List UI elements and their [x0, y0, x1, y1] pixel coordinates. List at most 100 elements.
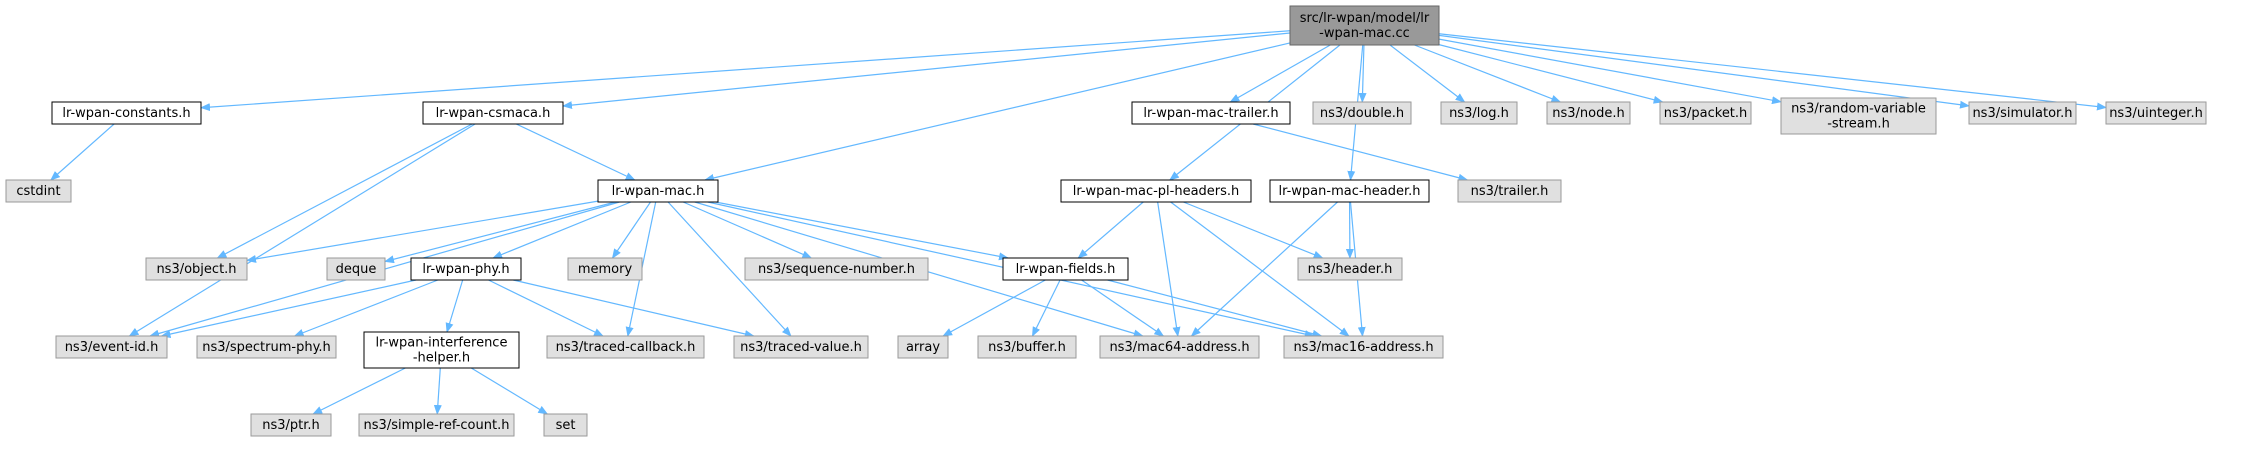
node-box	[744, 257, 929, 281]
node-label: src/lr-wpan/model/lr	[1300, 11, 1430, 26]
node-box	[410, 257, 522, 281]
edge-root-to-node	[1414, 44, 1562, 103]
edge-root-to-double	[1358, 44, 1367, 103]
node-box	[1297, 257, 1403, 281]
node-label: memory	[578, 262, 633, 277]
node-box	[1659, 101, 1752, 125]
node-trailer[interactable]: lr-wpan-mac-trailer.h	[1131, 101, 1291, 125]
node-uinteger[interactable]: ns3/uinteger.h	[2105, 101, 2207, 125]
edge-pl_headers-to-header	[1183, 201, 1324, 259]
edge-mac_h-to-fields	[715, 201, 1010, 261]
edge-mac_h-to-deque	[384, 201, 616, 264]
edge-mac_h-to-object	[246, 200, 599, 263]
edges-layer	[50, 30, 2107, 415]
node-fields[interactable]: lr-wpan-fields.h	[1002, 257, 1129, 281]
node-interference[interactable]: lr-wpan-interference-helper.h	[363, 331, 520, 369]
node-header[interactable]: ns3/header.h	[1297, 257, 1403, 281]
node-mac16[interactable]: ns3/mac16-address.h	[1283, 335, 1444, 359]
node-box	[546, 335, 705, 359]
node-label: ns3/event-id.h	[65, 340, 159, 355]
edge-fields-to-buffer	[1031, 279, 1061, 337]
node-box	[358, 413, 515, 437]
edge-mac_h-to-phy	[492, 201, 632, 259]
node-log[interactable]: ns3/log.h	[1440, 101, 1518, 125]
node-ptr[interactable]: ns3/ptr.h	[250, 413, 332, 437]
node-phy[interactable]: lr-wpan-phy.h	[410, 257, 522, 281]
node-box	[1099, 335, 1260, 359]
node-mac_h[interactable]: lr-wpan-mac.h	[597, 179, 719, 203]
edge-root-to-random	[1438, 38, 1782, 105]
node-root[interactable]: src/lr-wpan/model/lr-wpan-mac.cc	[1289, 5, 1440, 46]
edge-mac_header-to-mac64	[1190, 201, 1338, 337]
node-box	[977, 335, 1077, 359]
node-box	[1269, 179, 1430, 203]
node-ns3trailer[interactable]: ns3/trailer.h	[1457, 179, 1562, 203]
edge-pl_headers-to-mac16	[1170, 201, 1350, 337]
node-memory[interactable]: memory	[567, 257, 643, 281]
edge-fields-to-mac16	[1107, 279, 1323, 338]
node-node[interactable]: ns3/node.h	[1546, 101, 1631, 125]
node-label: array	[906, 340, 940, 355]
node-buffer[interactable]: ns3/buffer.h	[977, 335, 1077, 359]
node-label: deque	[336, 262, 377, 277]
node-spectrum[interactable]: ns3/spectrum-phy.h	[196, 335, 337, 359]
edge-phy-to-tvalue	[513, 279, 755, 338]
edge-root-to-log	[1389, 44, 1466, 103]
node-label: ns3/object.h	[156, 262, 236, 277]
edge-pl_headers-to-fields	[1077, 201, 1144, 259]
node-eventid[interactable]: ns3/event-id.h	[55, 335, 168, 359]
node-box	[1289, 5, 1440, 46]
node-packet[interactable]: ns3/packet.h	[1659, 101, 1752, 125]
node-tvalue[interactable]: ns3/traced-value.h	[733, 335, 869, 359]
node-object[interactable]: ns3/object.h	[145, 257, 248, 281]
node-box	[363, 331, 520, 369]
node-box	[422, 101, 564, 125]
node-label: -stream.h	[1827, 117, 1890, 132]
edge-root-to-csmaca	[562, 32, 1291, 110]
node-cstdint[interactable]: cstdint	[5, 179, 72, 203]
node-box	[1131, 101, 1291, 125]
node-csmaca[interactable]: lr-wpan-csmaca.h	[422, 101, 564, 125]
node-label: ns3/simple-ref-count.h	[364, 418, 510, 433]
edge-phy-to-eventid	[160, 279, 417, 338]
node-box	[51, 101, 202, 125]
node-tcallback[interactable]: ns3/traced-callback.h	[546, 335, 705, 359]
node-box	[897, 335, 949, 359]
node-label: set	[556, 418, 576, 433]
node-constants[interactable]: lr-wpan-constants.h	[51, 101, 202, 125]
node-box	[1968, 101, 2077, 125]
node-label: lr-wpan-fields.h	[1016, 262, 1116, 277]
node-double[interactable]: ns3/double.h	[1312, 101, 1412, 125]
edge-phy-to-interference	[445, 279, 464, 333]
node-random[interactable]: ns3/random-variable-stream.h	[1780, 97, 1937, 135]
edge-trailer-to-ns3trailer	[1252, 123, 1469, 182]
edge-csmaca-to-object	[216, 123, 473, 259]
edge-root-to-uinteger	[1438, 33, 2107, 111]
node-label: ns3/buffer.h	[988, 340, 1066, 355]
node-set[interactable]: set	[543, 413, 588, 437]
node-mac64[interactable]: ns3/mac64-address.h	[1099, 335, 1260, 359]
node-label: ns3/header.h	[1308, 262, 1393, 277]
node-seqnum[interactable]: ns3/sequence-number.h	[744, 257, 929, 281]
edge-interference-to-ptr	[312, 367, 406, 415]
node-deque[interactable]: deque	[326, 257, 386, 281]
node-box	[1780, 97, 1937, 135]
node-box	[196, 335, 337, 359]
node-box	[55, 335, 168, 359]
edge-mac_h-to-memory	[611, 201, 652, 259]
node-box	[1283, 335, 1444, 359]
node-array[interactable]: array	[897, 335, 949, 359]
node-box	[1312, 101, 1412, 125]
node-label: ns3/mac16-address.h	[1293, 340, 1433, 355]
edge-root-to-simulator	[1438, 34, 1970, 109]
node-label: lr-wpan-mac-header.h	[1278, 184, 1420, 199]
node-box	[1002, 257, 1129, 281]
node-label: ns3/ptr.h	[262, 418, 320, 433]
node-label: lr-wpan-mac-pl-headers.h	[1073, 184, 1240, 199]
node-pl_headers[interactable]: lr-wpan-mac-pl-headers.h	[1060, 179, 1252, 203]
node-simulator[interactable]: ns3/simulator.h	[1968, 101, 2077, 125]
node-mac_header[interactable]: lr-wpan-mac-header.h	[1269, 179, 1430, 203]
node-label: lr-wpan-mac.h	[612, 184, 705, 199]
edge-fields-to-mac64	[1081, 279, 1165, 337]
node-simpleref[interactable]: ns3/simple-ref-count.h	[358, 413, 515, 437]
